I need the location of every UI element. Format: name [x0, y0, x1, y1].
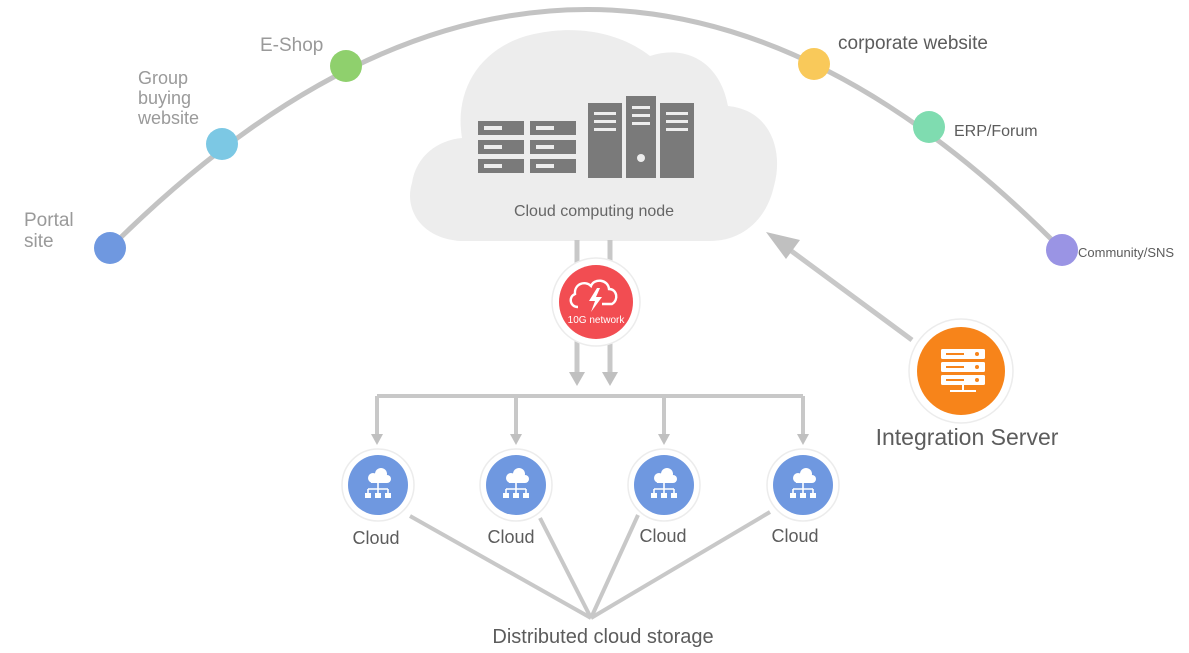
cloud-node-3: Cloud — [627, 448, 701, 546]
cloud-computing-node-label: Cloud computing node — [514, 203, 674, 220]
network-arrow-right — [602, 372, 618, 386]
group-buying-node — [206, 128, 238, 160]
network-label: 10G network — [568, 315, 626, 326]
cloud-node-4: Cloud — [766, 448, 840, 546]
cloud-node-2: Cloud — [479, 448, 553, 547]
bus-arrow-3 — [658, 434, 670, 445]
bus-arrow-1 — [371, 434, 383, 445]
eshop-node — [330, 50, 362, 82]
cloud-label-1: Cloud — [352, 528, 399, 548]
cloud-label-2: Cloud — [487, 527, 534, 547]
cloud-label-3: Cloud — [639, 526, 686, 546]
integration-arrow — [766, 232, 800, 259]
integration-server-node: Integration Server — [876, 318, 1059, 450]
cloud-network-icon — [365, 468, 391, 498]
community-sns-node — [1046, 234, 1078, 266]
portal-site-node — [94, 232, 126, 264]
storage-links — [409, 510, 772, 620]
integration-link — [788, 247, 914, 343]
portal-site-label: Portal site — [24, 210, 79, 252]
cloud-lightning-icon — [569, 279, 618, 309]
network-arrow-left — [569, 372, 585, 386]
erp-forum-label: ERP/Forum — [954, 123, 1038, 140]
cloud-network-icon — [790, 468, 816, 498]
eshop-label: E-Shop — [260, 35, 323, 56]
corporate-website-label: corporate website — [838, 33, 988, 54]
lightning-bolt — [589, 288, 602, 312]
community-sns-label: Community/SNS — [1078, 245, 1174, 260]
cloud-network-icon — [503, 468, 529, 498]
bus-arrow-4 — [797, 434, 809, 445]
group-buying-label: Group buying website — [137, 68, 199, 128]
network-node: 10G network — [551, 257, 641, 347]
distributed-storage-label: Distributed cloud storage — [492, 626, 713, 648]
cloud-computing-node: Cloud computing node — [410, 30, 778, 241]
cloud-label-4: Cloud — [771, 526, 818, 546]
integration-server-label: Integration Server — [876, 424, 1059, 450]
rack-server-icon — [478, 121, 576, 173]
erp-forum-node — [913, 111, 945, 143]
tower-server-icon — [588, 96, 694, 178]
bus-arrow-2 — [510, 434, 522, 445]
server-icon — [941, 349, 985, 392]
distribution-bus — [375, 394, 805, 434]
corporate-website-node — [798, 48, 830, 80]
cloud-node-1: Cloud — [341, 448, 415, 548]
cloud-network-icon — [651, 468, 677, 498]
